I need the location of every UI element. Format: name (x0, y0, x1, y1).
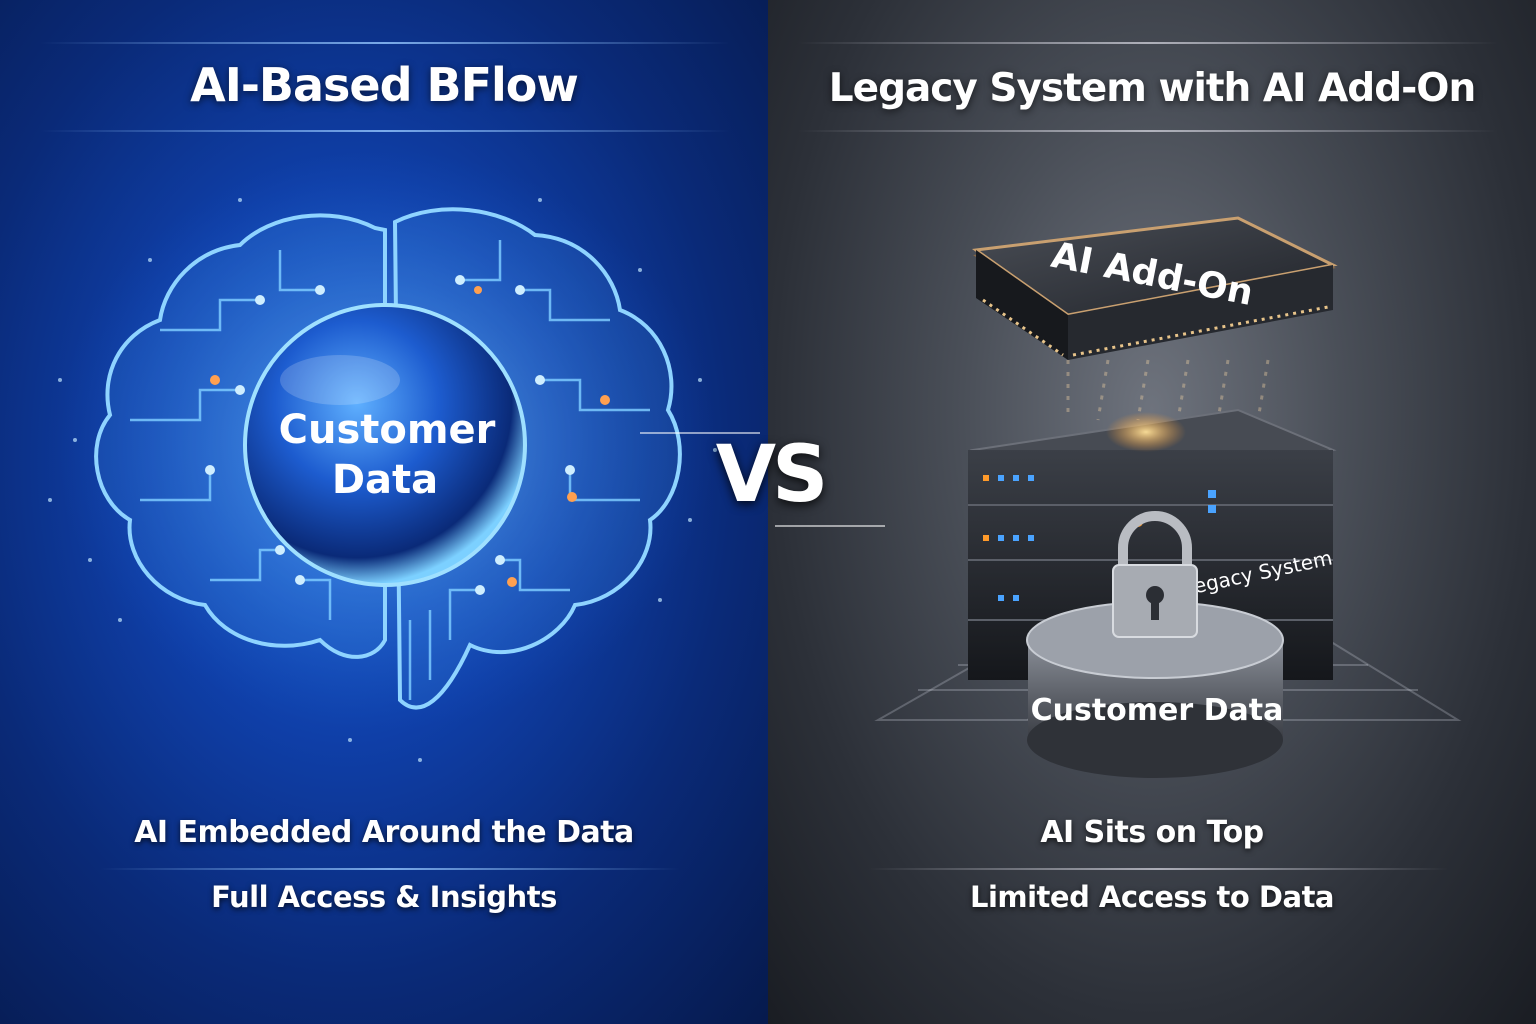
sphere-label: Customer Data (279, 407, 496, 503)
orange-nodes (210, 286, 610, 587)
sphere-label-line1: Customer (279, 407, 496, 453)
particle-field (48, 198, 717, 762)
ai-chip-icon (971, 216, 1338, 360)
caption-divider (868, 868, 1448, 870)
vs-badge: VS (700, 420, 840, 530)
data-beams (1066, 359, 1270, 421)
right-panel-title: Legacy System with AI Add-On (828, 66, 1476, 111)
disk-label: Customer Data (1031, 693, 1284, 728)
padlock-icon (1112, 511, 1198, 638)
circuit-brain-icon (48, 150, 717, 762)
title-divider (798, 130, 1498, 132)
caption-divider (100, 868, 680, 870)
right-caption-secondary: Limited Access to Data (969, 880, 1335, 914)
circuit-traces (130, 240, 650, 700)
right-caption-primary: AI Sits on Top (1040, 815, 1264, 850)
top-divider (40, 42, 730, 44)
ai-bflow-panel: AI-Based BFlow (0, 0, 768, 1024)
vs-line-top (640, 432, 760, 434)
top-divider (798, 42, 1498, 44)
customer-data-sphere (243, 303, 527, 587)
legacy-system-panel: Legacy System with AI Add-On (768, 0, 1536, 1024)
left-panel-title: AI-Based BFlow (190, 58, 579, 112)
left-caption-primary: AI Embedded Around the Data (134, 815, 634, 850)
database-disk-icon (1026, 601, 1284, 778)
core-glow (1106, 412, 1186, 452)
vs-label: VS (715, 430, 829, 520)
title-divider (40, 130, 730, 132)
left-caption-secondary: Full Access & Insights (211, 880, 557, 914)
circuit-nodes (205, 275, 575, 595)
vs-line-bottom (775, 525, 885, 527)
legacy-stack-illustration: AI Add-On Legacy System (874, 216, 1462, 778)
sphere-label-line2: Data (332, 457, 438, 503)
